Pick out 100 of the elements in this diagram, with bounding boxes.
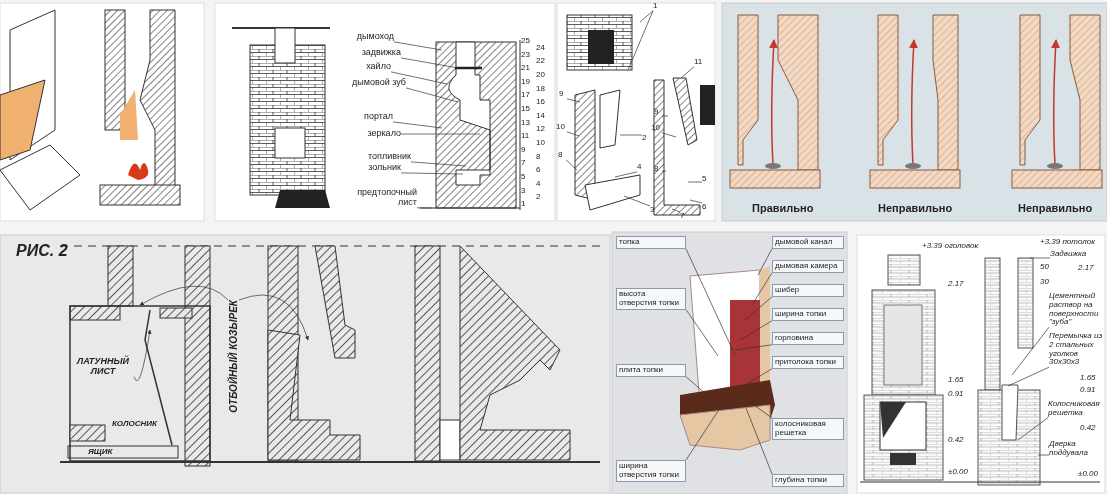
dimension-label: +3.39 оголовок (922, 242, 979, 250)
dimension-label: ±0.00 (1078, 470, 1098, 478)
leader-line (739, 394, 773, 419)
leader-line (639, 10, 654, 23)
leader-line (661, 132, 677, 138)
row-number: 5 (521, 173, 526, 181)
leader-line (1017, 417, 1049, 441)
part-label: топливник (338, 152, 411, 162)
callout-box: топка (616, 236, 686, 249)
leader-line (671, 208, 681, 213)
leader-line (627, 10, 654, 71)
row-number: 23 (521, 50, 530, 59)
row-number: 17 (521, 91, 530, 100)
leader-line (416, 207, 433, 209)
row-number: 14 (536, 111, 545, 120)
row-number: 24 (536, 43, 545, 52)
callout-number: 11 (694, 58, 705, 67)
row-number: 7 (521, 159, 526, 168)
part-label: ЛАТУННЫЙ ЛИСТ (72, 357, 134, 377)
leader-line (392, 121, 443, 129)
leader-line (393, 41, 443, 51)
leader-line (619, 134, 643, 136)
figure-number: РИС. 2 (16, 243, 68, 259)
leader-line (687, 181, 703, 183)
part-label: задвижка (338, 48, 401, 58)
callout-box: высота отверстия топки (616, 288, 686, 310)
callout-number: 9 (654, 108, 662, 117)
row-number: 10 (536, 139, 545, 147)
dimension-label: ±0.00 (948, 468, 968, 476)
leader-line (1037, 454, 1050, 456)
row-number: 6 (536, 166, 541, 175)
callout-number: 2 (642, 134, 650, 143)
leader-line (1029, 257, 1051, 259)
part-label: Дверка поддувала (1049, 440, 1106, 458)
row-number: 3 (521, 186, 526, 195)
row-number: 9 (521, 145, 526, 154)
leader-line (685, 309, 719, 357)
callout-box: колосниковая решетка (772, 418, 844, 440)
dimension-label: 1.65 (948, 376, 964, 384)
leader-line (400, 57, 459, 69)
leader-line (566, 131, 580, 137)
row-number: 2 (536, 193, 541, 202)
dimension-label: 0.91 (948, 390, 964, 398)
callout-box: притолока топки (772, 356, 844, 369)
leader-line (685, 404, 723, 461)
row-number: 4 (536, 179, 541, 188)
row-number: 25 (521, 37, 530, 45)
callout-box: глубина топки (772, 474, 844, 487)
part-label: Задвижка (1050, 250, 1105, 259)
callout-box: плита топки (616, 364, 686, 377)
callout-box: ширина топки (772, 308, 844, 321)
leader-line (1011, 326, 1050, 376)
leader-line (1007, 366, 1050, 387)
leader-line (751, 272, 773, 306)
part-label: зеркало (338, 129, 401, 139)
leader-line (566, 98, 581, 103)
leader-line (565, 159, 578, 171)
leader-line (685, 248, 736, 356)
dimension-label: +3.39 потолок (1040, 238, 1095, 246)
callout-number: 1 (653, 2, 661, 11)
part-label: КОЛОСНИК (112, 420, 157, 428)
row-number: 22 (536, 57, 545, 66)
leader-line (614, 171, 638, 178)
leader-line (390, 71, 448, 85)
row-number: 12 (536, 125, 545, 134)
callout-number: 8 (654, 165, 662, 174)
row-number: 13 (521, 118, 530, 127)
callout-number: 9 (559, 90, 567, 99)
callout-box: ширина отверстия топки (616, 460, 686, 482)
leader-line (405, 87, 459, 103)
dimension-label: 30 (1040, 278, 1049, 286)
part-label: портал (338, 112, 393, 122)
part-label: ОТБОЙНЫЙ КОЗЫРЕК (228, 300, 239, 413)
row-number: 15 (521, 105, 530, 113)
leader-line (685, 376, 707, 395)
part-label: ЯЩИК (88, 448, 113, 456)
part-label: зольник (338, 163, 401, 173)
leader-line (757, 248, 773, 276)
callout-box: шибер (772, 284, 844, 297)
caption-text: Неправильно (1018, 203, 1093, 214)
callout-number: 7 (680, 212, 688, 221)
caption-text: Правильно (752, 203, 814, 214)
dimension-label: 0.42 (948, 436, 964, 444)
part-label: Колосниковая решетка (1048, 400, 1106, 418)
leader-line (410, 161, 467, 167)
callout-box: горловина (772, 332, 844, 345)
caption-text: Неправильно (878, 203, 953, 214)
leader-line (689, 199, 703, 204)
dimension-label: 0.91 (1080, 386, 1096, 394)
leader-line (661, 115, 669, 117)
part-label: дымоход (338, 32, 394, 42)
callout-number: 4 (637, 163, 645, 172)
dimension-label: 2.17 (948, 280, 964, 288)
leader-line (744, 296, 773, 321)
callout-number: 3 (650, 206, 658, 215)
dimension-label: 0.42 (1080, 424, 1096, 432)
callout-number: 8 (558, 151, 566, 160)
dimension-label: 1.65 (1080, 374, 1096, 382)
callout-number: 5 (702, 175, 710, 184)
leader-line (400, 172, 464, 175)
